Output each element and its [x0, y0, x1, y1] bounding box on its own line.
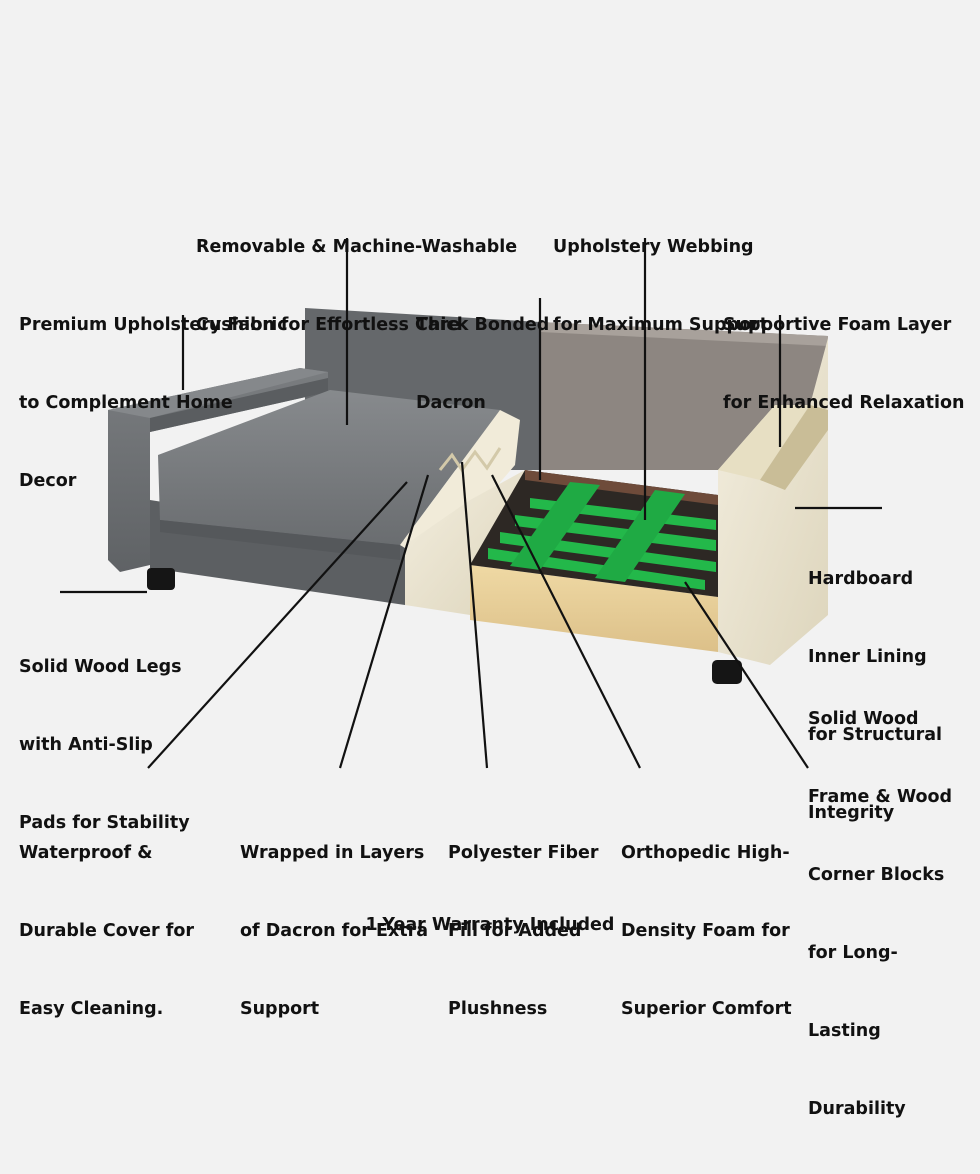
callout-line: Frame & Wood	[808, 787, 953, 807]
callout-line: Waterproof &	[19, 843, 153, 863]
callout-line: Pads for Stability	[19, 813, 190, 833]
callout-line: for Long-	[808, 943, 898, 963]
callout-webbing: Upholstery Webbing for Maximum Support	[553, 182, 768, 390]
callout-line: Density Foam for	[621, 921, 790, 941]
callout-line: Superior Comfort	[621, 999, 792, 1019]
callout-line: Fill for Added	[448, 921, 582, 941]
callout-line: Orthopedic High-	[621, 843, 790, 863]
callout-line: Lasting	[808, 1021, 881, 1041]
callout-line: Hardboard	[808, 569, 914, 589]
callout-line: with Anti-Slip	[19, 735, 153, 755]
leader-orthopedic	[491, 474, 641, 769]
callout-line: Premium Upholstery Fabric	[19, 315, 288, 335]
callout-foam-layer: Supportive Foam Layer for Enhanced Relax…	[723, 260, 964, 468]
right-armrest-foam	[718, 338, 828, 665]
callout-line: Plushness	[448, 999, 548, 1019]
callout-line: Cushion for Effortless Care	[196, 315, 461, 335]
callout-line: Integrity	[808, 803, 895, 823]
callout-line: for Structural	[808, 725, 943, 745]
seat-cushion	[158, 390, 500, 560]
callout-line: Thick Bonded	[416, 315, 550, 335]
warranty-note: 1-Year Warranty Included	[365, 915, 615, 935]
callout-line: for Maximum Support	[553, 315, 769, 335]
left-armrest	[108, 368, 328, 572]
sofa-cutaway-illustration	[60, 238, 882, 769]
leader-polyester	[460, 461, 489, 769]
callout-line: to Complement Home	[19, 393, 233, 413]
callout-line: Easy Cleaning.	[19, 999, 164, 1019]
callout-line: Removable & Machine-Washable	[196, 237, 518, 257]
callout-line: Durability	[808, 1099, 906, 1119]
callout-dacron: Thick Bonded Dacron	[416, 260, 549, 468]
leader-frame	[684, 581, 809, 769]
callout-line: Polyester Fiber	[448, 843, 599, 863]
callout-legs: Solid Wood Legs with Anti-Slip Pads for …	[19, 602, 190, 888]
wood-frame-front	[470, 565, 718, 652]
callout-line: for Enhanced Relaxation	[723, 393, 965, 413]
callout-line: Support	[240, 999, 320, 1019]
callout-line: Durable Cover for	[19, 921, 195, 941]
callout-line: Upholstery Webbing	[553, 237, 754, 257]
callout-frame: Solid Wood Frame & Wood Corner Blocks fo…	[808, 654, 952, 1174]
callout-line: Dacron	[416, 393, 486, 413]
callout-line: Decor	[19, 471, 77, 491]
callout-line: Solid Wood	[808, 709, 919, 729]
callout-line: Inner Lining	[808, 647, 927, 667]
callout-line: Corner Blocks	[808, 865, 945, 885]
foam-base-block	[405, 470, 525, 615]
green-webbing	[488, 482, 716, 590]
callout-fabric: Premium Upholstery Fabric to Complement …	[19, 260, 288, 546]
callout-line: Solid Wood Legs	[19, 657, 182, 677]
cushion-foam-edge	[400, 410, 520, 548]
callout-line: Supportive Foam Layer	[723, 315, 952, 335]
callout-cushion: Removable & Machine-Washable Cushion for…	[196, 182, 517, 390]
product-infographic: Removable & Machine-Washable Cushion for…	[19, 182, 965, 1119]
leader-wrapped	[338, 474, 430, 769]
callout-hardboard: Hardboard Inner Lining for Structural In…	[808, 514, 942, 878]
callout-line: Wrapped in Layers	[240, 843, 425, 863]
callout-line: of Dacron for Extra	[240, 921, 429, 941]
leader-waterproof	[147, 481, 408, 769]
sofa-legs	[147, 568, 742, 684]
leader-lines	[60, 238, 882, 769]
